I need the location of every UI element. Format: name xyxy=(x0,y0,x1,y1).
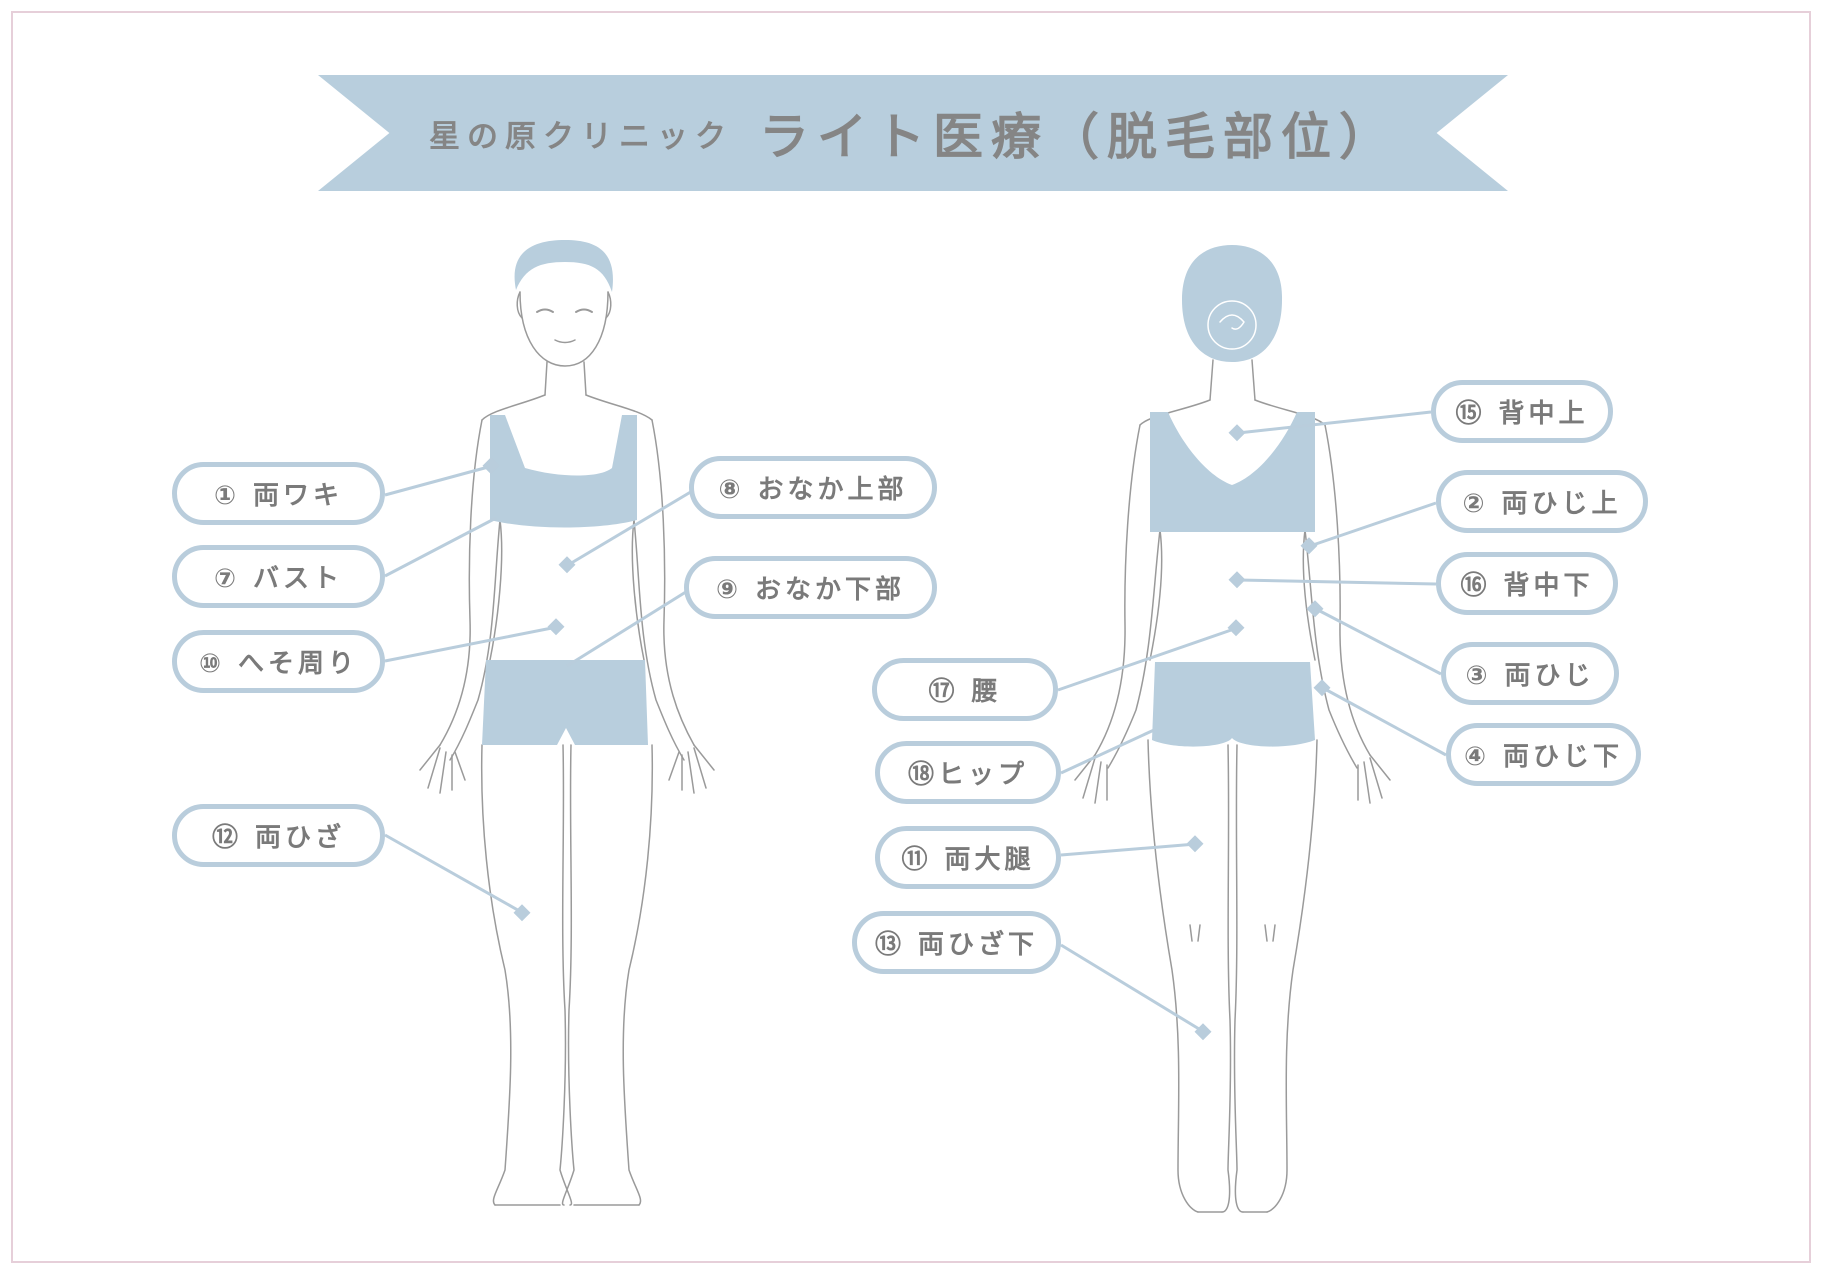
label-underarms: ① 両ワキ xyxy=(172,462,385,525)
label-knees: ⑫ 両ひざ xyxy=(172,804,385,867)
label-lower-abdomen: ⑨ おなか下部 xyxy=(684,556,937,619)
label-upper-back: ⑮ 背中上 xyxy=(1431,380,1613,443)
label-lower-back: ⑯ 背中下 xyxy=(1436,552,1618,615)
title-banner xyxy=(318,75,1508,191)
clinic-name: 星の原クリニック xyxy=(429,118,733,155)
label-forearms: ④ 両ひじ下 xyxy=(1446,723,1641,786)
label-upper-arm: ② 両ひじ上 xyxy=(1436,470,1648,533)
label-thighs: ⑪ 両大腿 xyxy=(875,826,1061,889)
page-frame xyxy=(11,11,1811,1263)
front-figure xyxy=(419,240,715,1206)
label-bust: ⑦ バスト xyxy=(172,545,385,608)
banner-text: 星の原クリニック ライト医療（脱毛部位） xyxy=(318,75,1508,191)
label-upper-abdomen: ⑧ おなか上部 xyxy=(689,456,937,519)
leader-lines xyxy=(384,410,1447,1041)
label-navel: ⑩ へそ周り xyxy=(172,630,385,693)
label-elbows: ③ 両ひじ xyxy=(1441,642,1619,705)
back-figure xyxy=(1074,245,1391,1213)
label-lower-legs: ⑬ 両ひざ下 xyxy=(852,911,1061,974)
page-title: ライト医療（脱毛部位） xyxy=(759,108,1397,166)
label-waist: ⑰ 腰 xyxy=(872,658,1058,721)
label-hip: ⑱ヒップ xyxy=(875,741,1061,804)
